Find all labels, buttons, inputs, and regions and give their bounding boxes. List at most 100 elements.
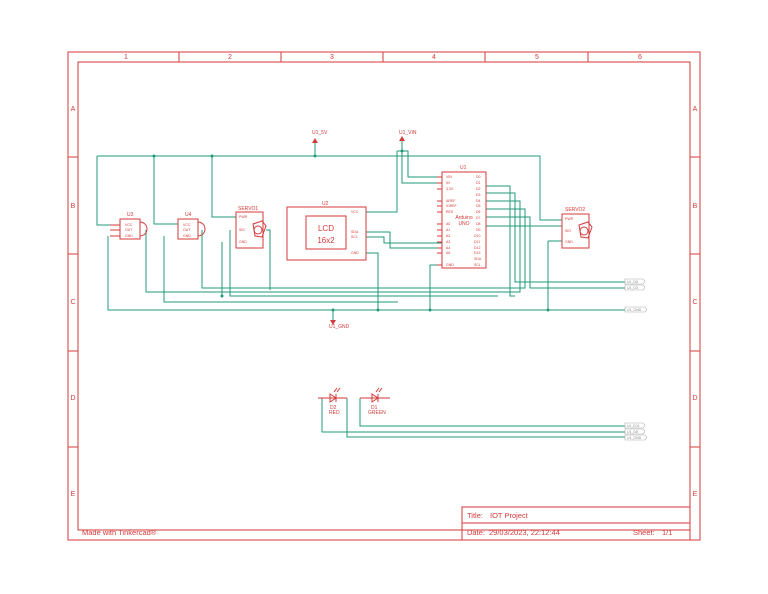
title-block: Title: IOT Project Date: 29/03/2023, 22:… xyxy=(461,506,691,541)
arduino-pin-right: D4 xyxy=(476,199,481,203)
net-vin: U1_VIN xyxy=(399,130,417,141)
arduino-pin-left: VIN xyxy=(446,175,452,179)
arduino-ref: U1 xyxy=(460,165,467,171)
arduino-pin-left: A2 xyxy=(446,234,450,238)
arduino-pin-right: D12 xyxy=(474,246,480,250)
arduino-pin-left: 5V xyxy=(446,181,451,185)
arduino-line2: UNO xyxy=(458,221,469,227)
column-label: 6 xyxy=(638,54,642,61)
u4-ref: U4 xyxy=(185,212,192,218)
u3-pin: GND xyxy=(125,234,133,238)
column-label: 4 xyxy=(432,54,436,61)
component-u4[interactable]: U4 VCC OUT GND xyxy=(177,212,206,240)
arduino-pin-left: GND xyxy=(446,263,454,267)
row-label: E xyxy=(693,491,698,498)
component-led-green[interactable]: D1 GREEN xyxy=(360,387,390,416)
arduino-pin-right: D10 xyxy=(474,234,480,238)
column-label: 3 xyxy=(330,54,334,61)
arduino-pin-left: AREF xyxy=(446,199,455,203)
row-label: B xyxy=(71,203,76,210)
arduino-pin-right: D8 xyxy=(476,222,481,226)
arduino-pin-right: SCL xyxy=(474,263,481,267)
lcd-line1: LCD xyxy=(318,224,334,233)
made-with-text: Made with Tinkercad® xyxy=(82,528,157,537)
arduino-pin-right: D6 xyxy=(476,210,481,214)
column-labels: 1 2 3 4 5 6 xyxy=(124,54,642,61)
lcd-pin: GND xyxy=(351,251,359,255)
arduino-pin-left: A4 xyxy=(446,246,450,250)
servo1-pin: GND xyxy=(239,240,247,244)
lcd-pin: SDA xyxy=(351,230,359,234)
offpage-tags: U1_D6 U1_D3 U1_GND U1_D11 U1_D8 U1_GND xyxy=(624,278,648,441)
led-green-value: GREEN xyxy=(368,410,386,416)
net-label-gnd: U1_GND xyxy=(329,324,350,330)
arduino-pin-left: 3.3V xyxy=(446,187,454,191)
servo1-pin: SIG xyxy=(239,228,245,232)
servo2-pin: GND xyxy=(565,240,573,244)
arduino-pin-right: D5 xyxy=(476,204,481,208)
net-5v: U1_5V xyxy=(312,130,328,143)
servo1-ref: SERVO1 xyxy=(238,206,258,212)
u4-pin: OUT xyxy=(183,228,191,232)
lcd-ref: U2 xyxy=(322,201,329,207)
arduino-pin-right: D0 xyxy=(476,175,481,179)
arduino-pin-left: RES xyxy=(446,210,454,214)
row-label: E xyxy=(71,491,76,498)
arduino-pin-left: A5 xyxy=(446,251,450,255)
arduino-pin-right: D13 xyxy=(474,251,480,255)
arduino-pin-left: A0 xyxy=(446,222,450,226)
sheet-frame xyxy=(67,51,701,541)
u4-pin: GND xyxy=(183,234,191,238)
lcd-pin: SCL xyxy=(351,235,358,239)
lcd-pin: VCC xyxy=(351,210,359,214)
u4-pin: VCC xyxy=(183,223,191,227)
u3-ref: U3 xyxy=(127,212,134,218)
arduino-pin-right: SDA xyxy=(474,257,482,261)
row-label: D xyxy=(692,395,697,402)
offpage-tag: U1_D11 xyxy=(627,424,640,428)
u3-pin: OUT xyxy=(125,228,133,232)
arduino-pin-left: IOREF xyxy=(446,204,457,208)
net-label-vin: U1_VIN xyxy=(399,130,417,136)
title-value: IOT Project xyxy=(490,511,529,520)
u3-pin: VCC xyxy=(125,223,133,227)
servo2-ref: SERVO2 xyxy=(565,207,585,213)
arduino-pin-right: D1 xyxy=(476,181,481,185)
offpage-tag: U1_GND xyxy=(627,308,642,312)
column-label: 5 xyxy=(535,54,539,61)
arduino-pin-right: D2 xyxy=(476,187,481,191)
arduino-pin-right: D7 xyxy=(476,216,481,220)
component-led-red[interactable]: D2 RED xyxy=(318,387,347,416)
row-label: C xyxy=(70,299,75,306)
arduino-pin-right: D9 xyxy=(476,228,481,232)
component-lcd[interactable]: U2 LCD 16x2 VCC SDA SCL GND xyxy=(286,201,367,261)
row-label: D xyxy=(70,395,75,402)
date-value: 29/03/2023, 22:12:44 xyxy=(489,528,560,537)
net-label-5v: U1_5V xyxy=(312,130,328,136)
servo1-pin: PWR xyxy=(239,215,248,219)
servo2-pin: PWR xyxy=(565,217,574,221)
component-servo1[interactable]: SERVO1 PWR SIG GND xyxy=(235,206,267,249)
row-labels: A B C D E A B C D E xyxy=(70,106,697,498)
net-gnd: U1_GND xyxy=(329,320,350,330)
row-label: B xyxy=(693,203,698,210)
component-arduino[interactable]: U1 Arduino UNO VIN 5V 3.3V AREF IOREF RE… xyxy=(437,165,487,269)
component-u3[interactable]: U3 VCC OUT GND xyxy=(110,212,148,240)
sheet-value: 1/1 xyxy=(662,528,672,537)
arduino-pin-right: D3 xyxy=(476,193,481,197)
offpage-tag: U1_D3 xyxy=(627,286,638,290)
arduino-pin-right: D11 xyxy=(474,240,480,244)
wires xyxy=(96,138,625,438)
row-label: A xyxy=(693,106,698,113)
row-label: A xyxy=(71,106,76,113)
component-servo2[interactable]: SERVO2 PWR SIG GND xyxy=(561,207,593,249)
servo2-pin: SIG xyxy=(565,229,571,233)
junctions xyxy=(152,149,550,312)
date-label: Date: xyxy=(467,528,485,537)
column-label: 2 xyxy=(228,54,232,61)
arduino-pin-left: A1 xyxy=(446,228,450,232)
lcd-line2: 16x2 xyxy=(317,236,335,245)
offpage-tag: U1_D8 xyxy=(627,430,638,434)
sheet-label: Sheet: xyxy=(633,528,655,537)
